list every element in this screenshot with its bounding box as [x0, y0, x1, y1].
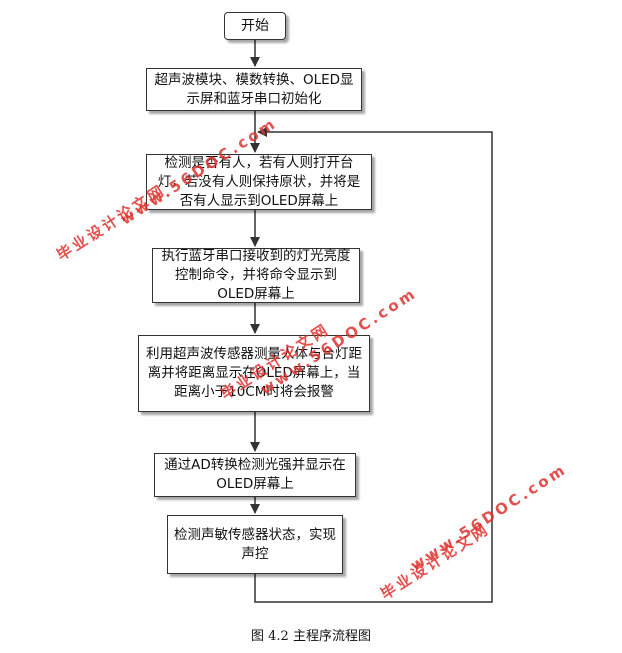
step-detect-person: 检测是否有人，若有人则打开台灯，若没有人则保持原状，并将是否有人显示到OLED屏…: [146, 154, 372, 210]
step-ultrasonic-distance: 利用超声波传感器测量人体与台灯距离并将距离显示在OLED屏幕上，当距离小于10C…: [138, 335, 370, 412]
start-node: 开始: [224, 12, 286, 40]
loop-back-line: [254, 127, 493, 603]
step-sound-sensor: 检测声敏传感器状态，实现声控: [167, 515, 343, 574]
step-init: 超声波模块、模数转换、OLED显示屏和蓝牙串口初始化: [146, 68, 362, 111]
figure-caption: 图 4.2 主程序流程图: [251, 629, 371, 644]
step-bluetooth-command: 执行蓝牙串口接收到的灯光亮度控制命令，并将命令显示到OLED屏幕上: [152, 248, 360, 303]
step-light-intensity: 通过AD转换检测光强并显示在OLED屏幕上: [154, 453, 356, 497]
